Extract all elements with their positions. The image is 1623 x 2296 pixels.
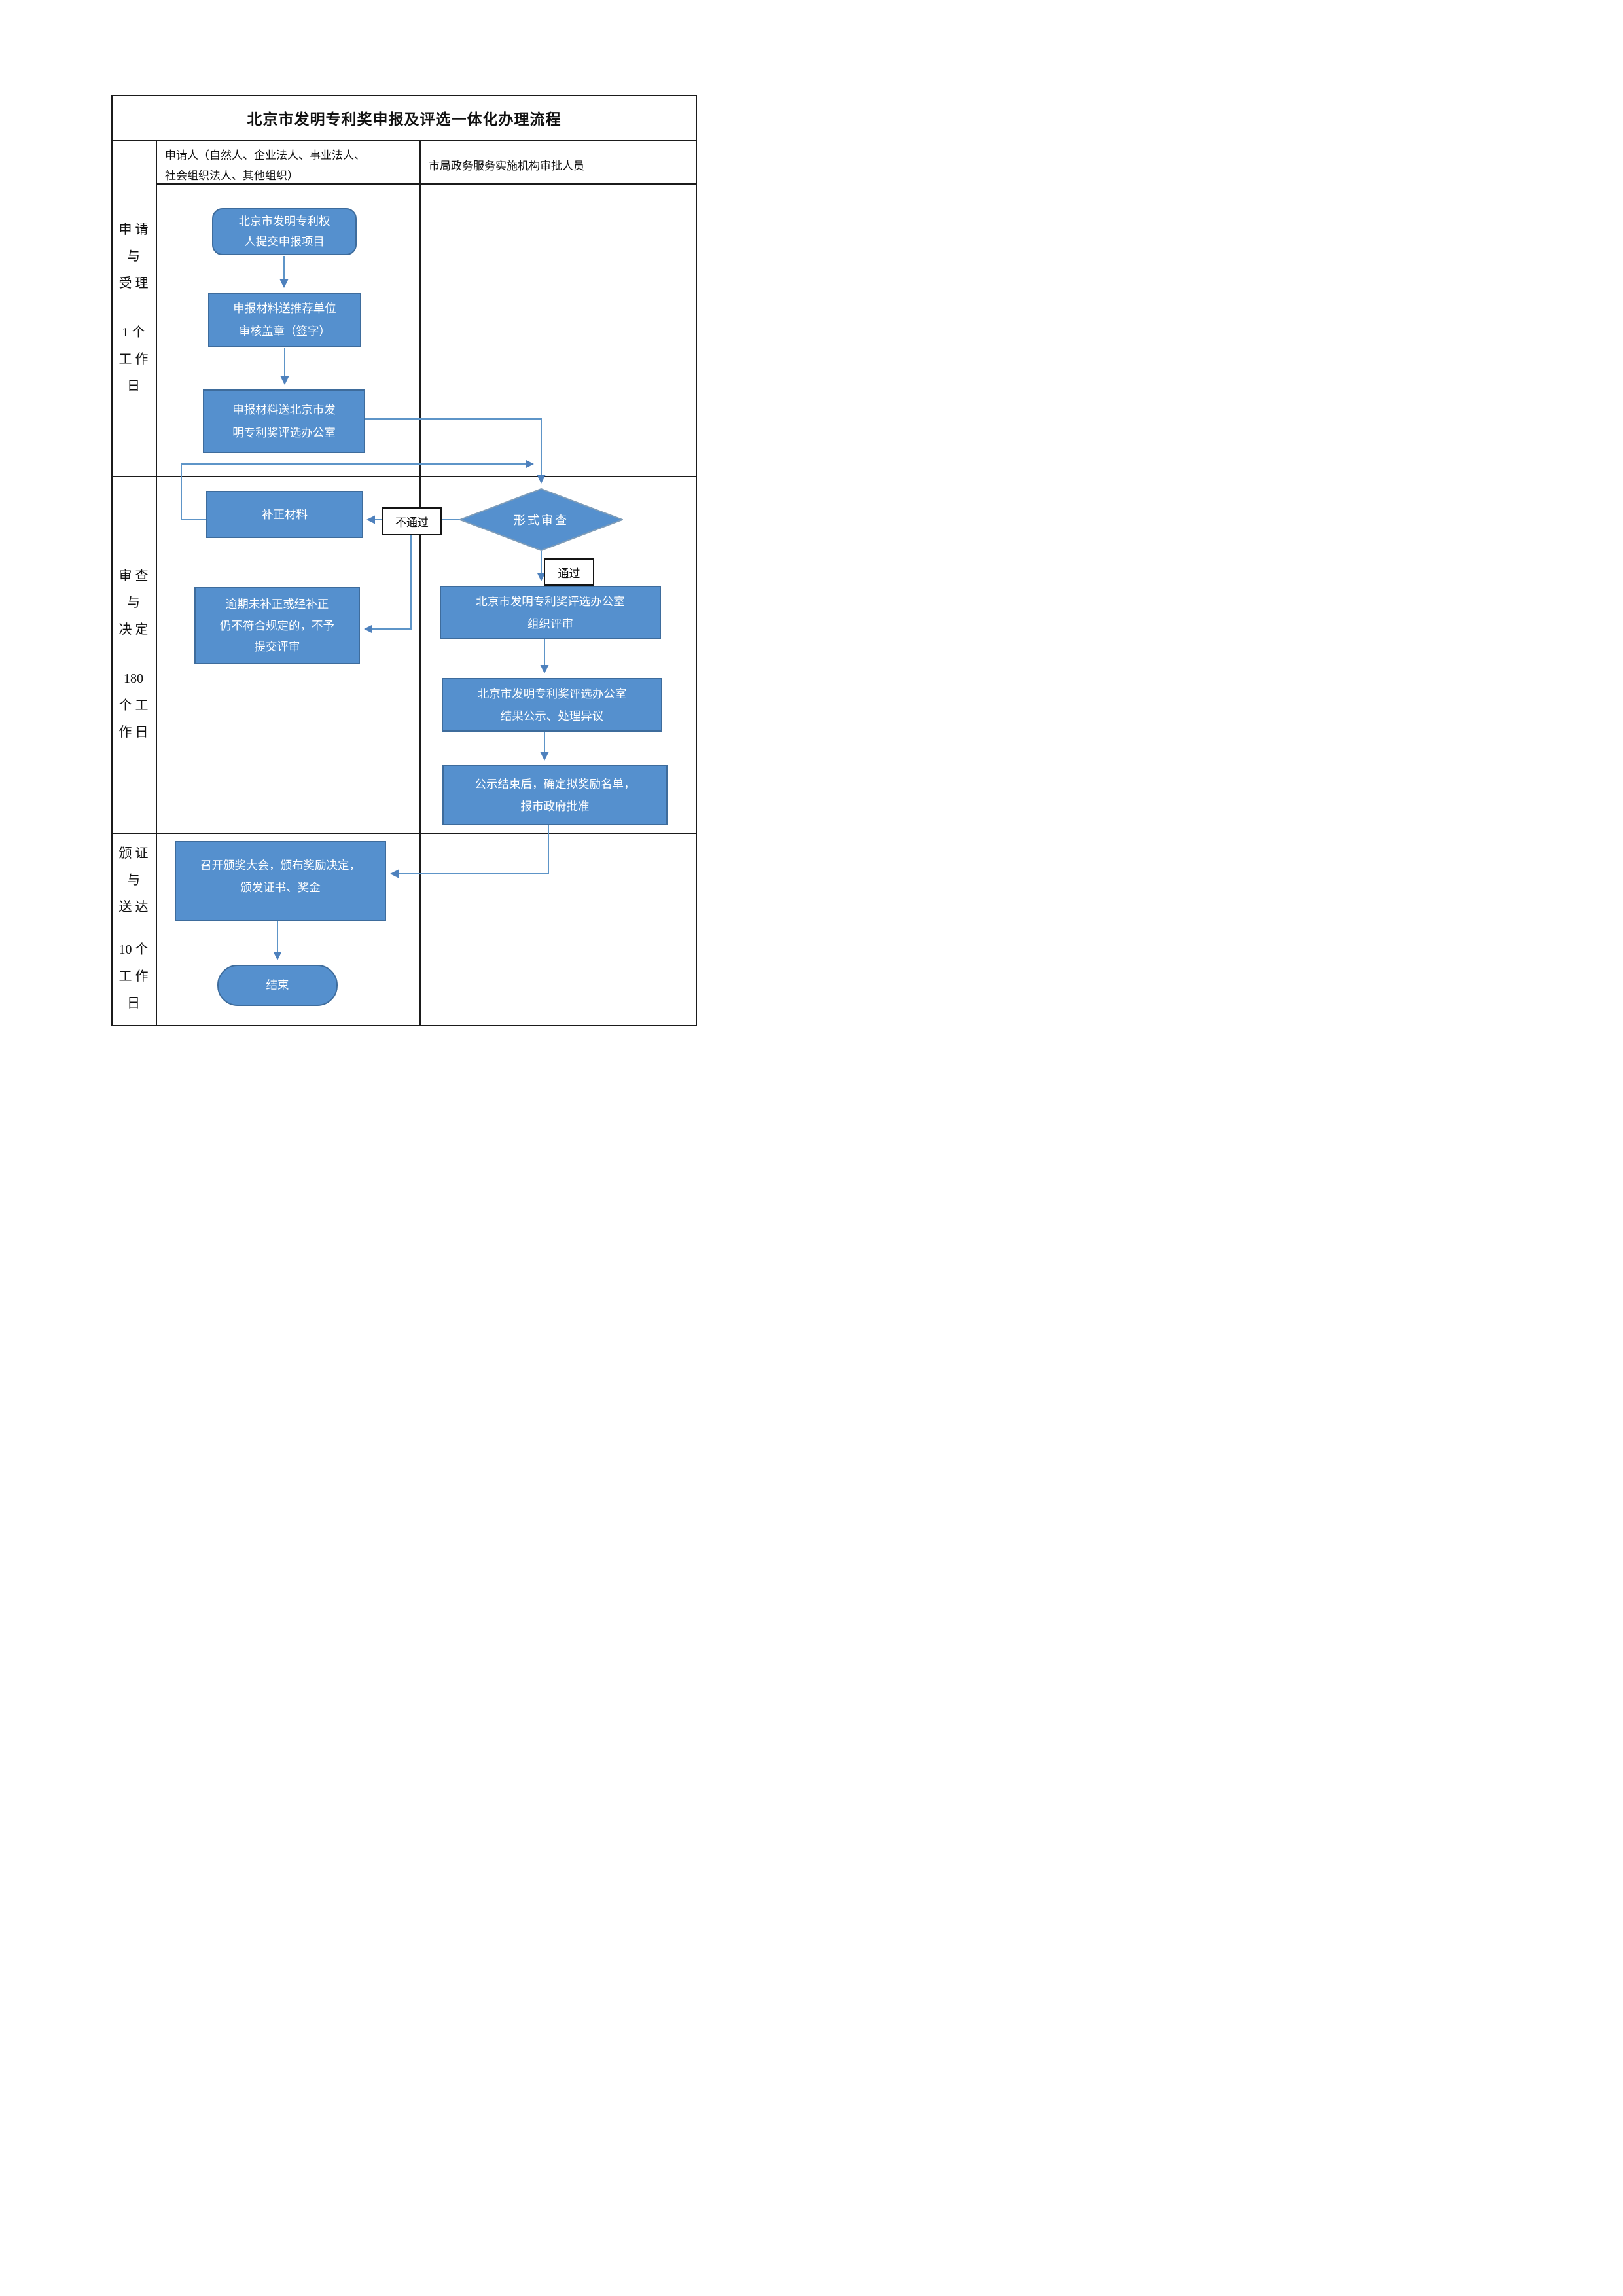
text-line: 申请人（自然人、企业法人、事业法人、 <box>165 149 365 162</box>
section-divider-2 <box>111 833 697 834</box>
phase-name: 颁 证 与 送 达 <box>119 840 149 921</box>
text-line: 作 日 <box>118 725 149 740</box>
node-send-office: 申报材料送北京市发 明专利奖评选办公室 <box>203 389 365 453</box>
section-divider-1 <box>111 476 697 477</box>
node-approval: 公示结束后，确定拟奖励名单， 报市政府批准 <box>442 765 668 825</box>
connector-sendoffice-to-formalreview <box>365 418 546 484</box>
text-line: 审核盖章（签字） <box>239 324 330 338</box>
diamond-shape <box>459 488 623 551</box>
phase-name: 审 查 与 决 定 <box>119 563 149 643</box>
phase-duration: 1 个 工 作 日 <box>119 319 149 400</box>
node-recommend: 申报材料送推荐单位 审核盖章（签字） <box>208 293 361 347</box>
connector-faillabel-to-overdue <box>364 535 412 634</box>
header-row-divider <box>156 183 697 185</box>
text-line: 申 请 <box>118 223 149 237</box>
text-line: 市局政务服务实施机构审批人员 <box>429 160 584 172</box>
text-line: 送 达 <box>118 900 149 914</box>
edge-label-pass: 通过 <box>544 558 594 586</box>
text-line: 1 个 <box>122 325 145 340</box>
text-line: 补正材料 <box>262 507 308 521</box>
text-line: 人提交申报项目 <box>244 235 325 248</box>
text-line: 与 <box>127 249 140 264</box>
text-line: 与 <box>127 595 140 610</box>
text-line: 明专利奖评选办公室 <box>232 425 336 439</box>
text-line: 报市政府批准 <box>520 800 590 813</box>
table-border-left <box>111 95 113 1026</box>
page-title: 北京市发明专利奖申报及评选一体化办理流程 <box>247 111 562 128</box>
node-overdue: 逾期未补正或经补正 仍不符合规定的，不予 提交评审 <box>194 587 360 664</box>
phase-duration: 10 个 工 作 日 <box>119 937 149 1017</box>
text-line: 日 <box>127 379 140 393</box>
phase-cell-application: 申 请 与 受 理 1 个 工 作 日 <box>111 141 156 476</box>
text-line: 日 <box>127 996 140 1011</box>
phase-column-divider <box>156 141 157 1025</box>
text-line: 通过 <box>558 567 580 580</box>
text-line: 结束 <box>266 978 289 992</box>
phase-cell-award: 颁 证 与 送 达 10 个 工 作 日 <box>111 833 156 1025</box>
text-line: 决 定 <box>118 622 149 637</box>
node-supplement: 补正材料 <box>206 491 363 538</box>
text-line: 公示结束后，确定拟奖励名单， <box>474 777 635 791</box>
text-line: 申报材料送北京市发 <box>232 403 336 417</box>
node-publicity: 北京市发明专利奖评选办公室 结果公示、处理异议 <box>442 678 662 732</box>
lane-divider <box>419 141 421 1025</box>
node-end: 结束 <box>217 965 338 1006</box>
node-submit: 北京市发明专利权 人提交申报项目 <box>212 208 357 255</box>
text-line: 不通过 <box>395 516 429 529</box>
text-line: 北京市发明专利奖评选办公室 <box>476 594 625 608</box>
lane-header-authority: 市局政务服务实施机构审批人员 <box>429 156 690 176</box>
text-line: 受 理 <box>118 276 149 291</box>
table-border-bottom <box>111 1025 697 1026</box>
text-line: 个 工 <box>118 698 149 713</box>
text-line: 北京市发明专利权 <box>238 215 330 228</box>
text-line: 180 <box>124 671 143 686</box>
text-line: 颁发证书、奖金 <box>240 881 321 895</box>
text-line: 申报材料送推荐单位 <box>233 302 336 315</box>
phase-cell-review: 审 查 与 决 定 180 个 工 作 日 <box>111 476 156 833</box>
text-line: 审 查 <box>118 568 149 583</box>
node-formal-review: 形式审查 <box>459 488 623 551</box>
text-line: 与 <box>127 873 140 888</box>
table-border-right <box>696 95 697 1026</box>
text-line: 结果公示、处理异议 <box>500 709 604 723</box>
text-line: 社会组织法人、其他组织） <box>165 170 298 183</box>
text-line: 颁 证 <box>118 846 149 861</box>
phase-duration: 180 个 工 作 日 <box>119 666 149 746</box>
text-line: 工 作 <box>118 969 149 984</box>
text-line: 提交评审 <box>254 640 300 654</box>
text-line: 形式审查 <box>514 514 569 527</box>
title-row-divider <box>111 140 697 141</box>
node-ceremony: 召开颁奖大会，颁布奖励决定， 颁发证书、奖金 <box>175 841 386 921</box>
text-line: 仍不符合规定的，不予 <box>220 619 334 632</box>
lane-header-applicant: 申请人（自然人、企业法人、事业法人、 社会组织法人、其他组织） <box>165 145 417 187</box>
text-line: 10 个 <box>118 942 149 957</box>
phase-name: 申 请 与 受 理 <box>119 217 149 297</box>
text-line: 工 作 <box>118 352 149 367</box>
text-line: 组织评审 <box>527 617 573 630</box>
text-line: 北京市发明专利奖评选办公室 <box>477 687 627 700</box>
edge-label-fail: 不通过 <box>382 507 442 535</box>
node-review-org: 北京市发明专利奖评选办公室 组织评审 <box>440 586 661 639</box>
text-line: 召开颁奖大会，颁布奖励决定， <box>200 859 361 872</box>
text-line: 逾期未补正或经补正 <box>225 598 329 611</box>
table-border-top <box>111 95 697 96</box>
flowchart-page: 北京市发明专利奖申报及评选一体化办理流程 申请人（自然人、企业法人、事业法人、 … <box>0 0 812 1148</box>
